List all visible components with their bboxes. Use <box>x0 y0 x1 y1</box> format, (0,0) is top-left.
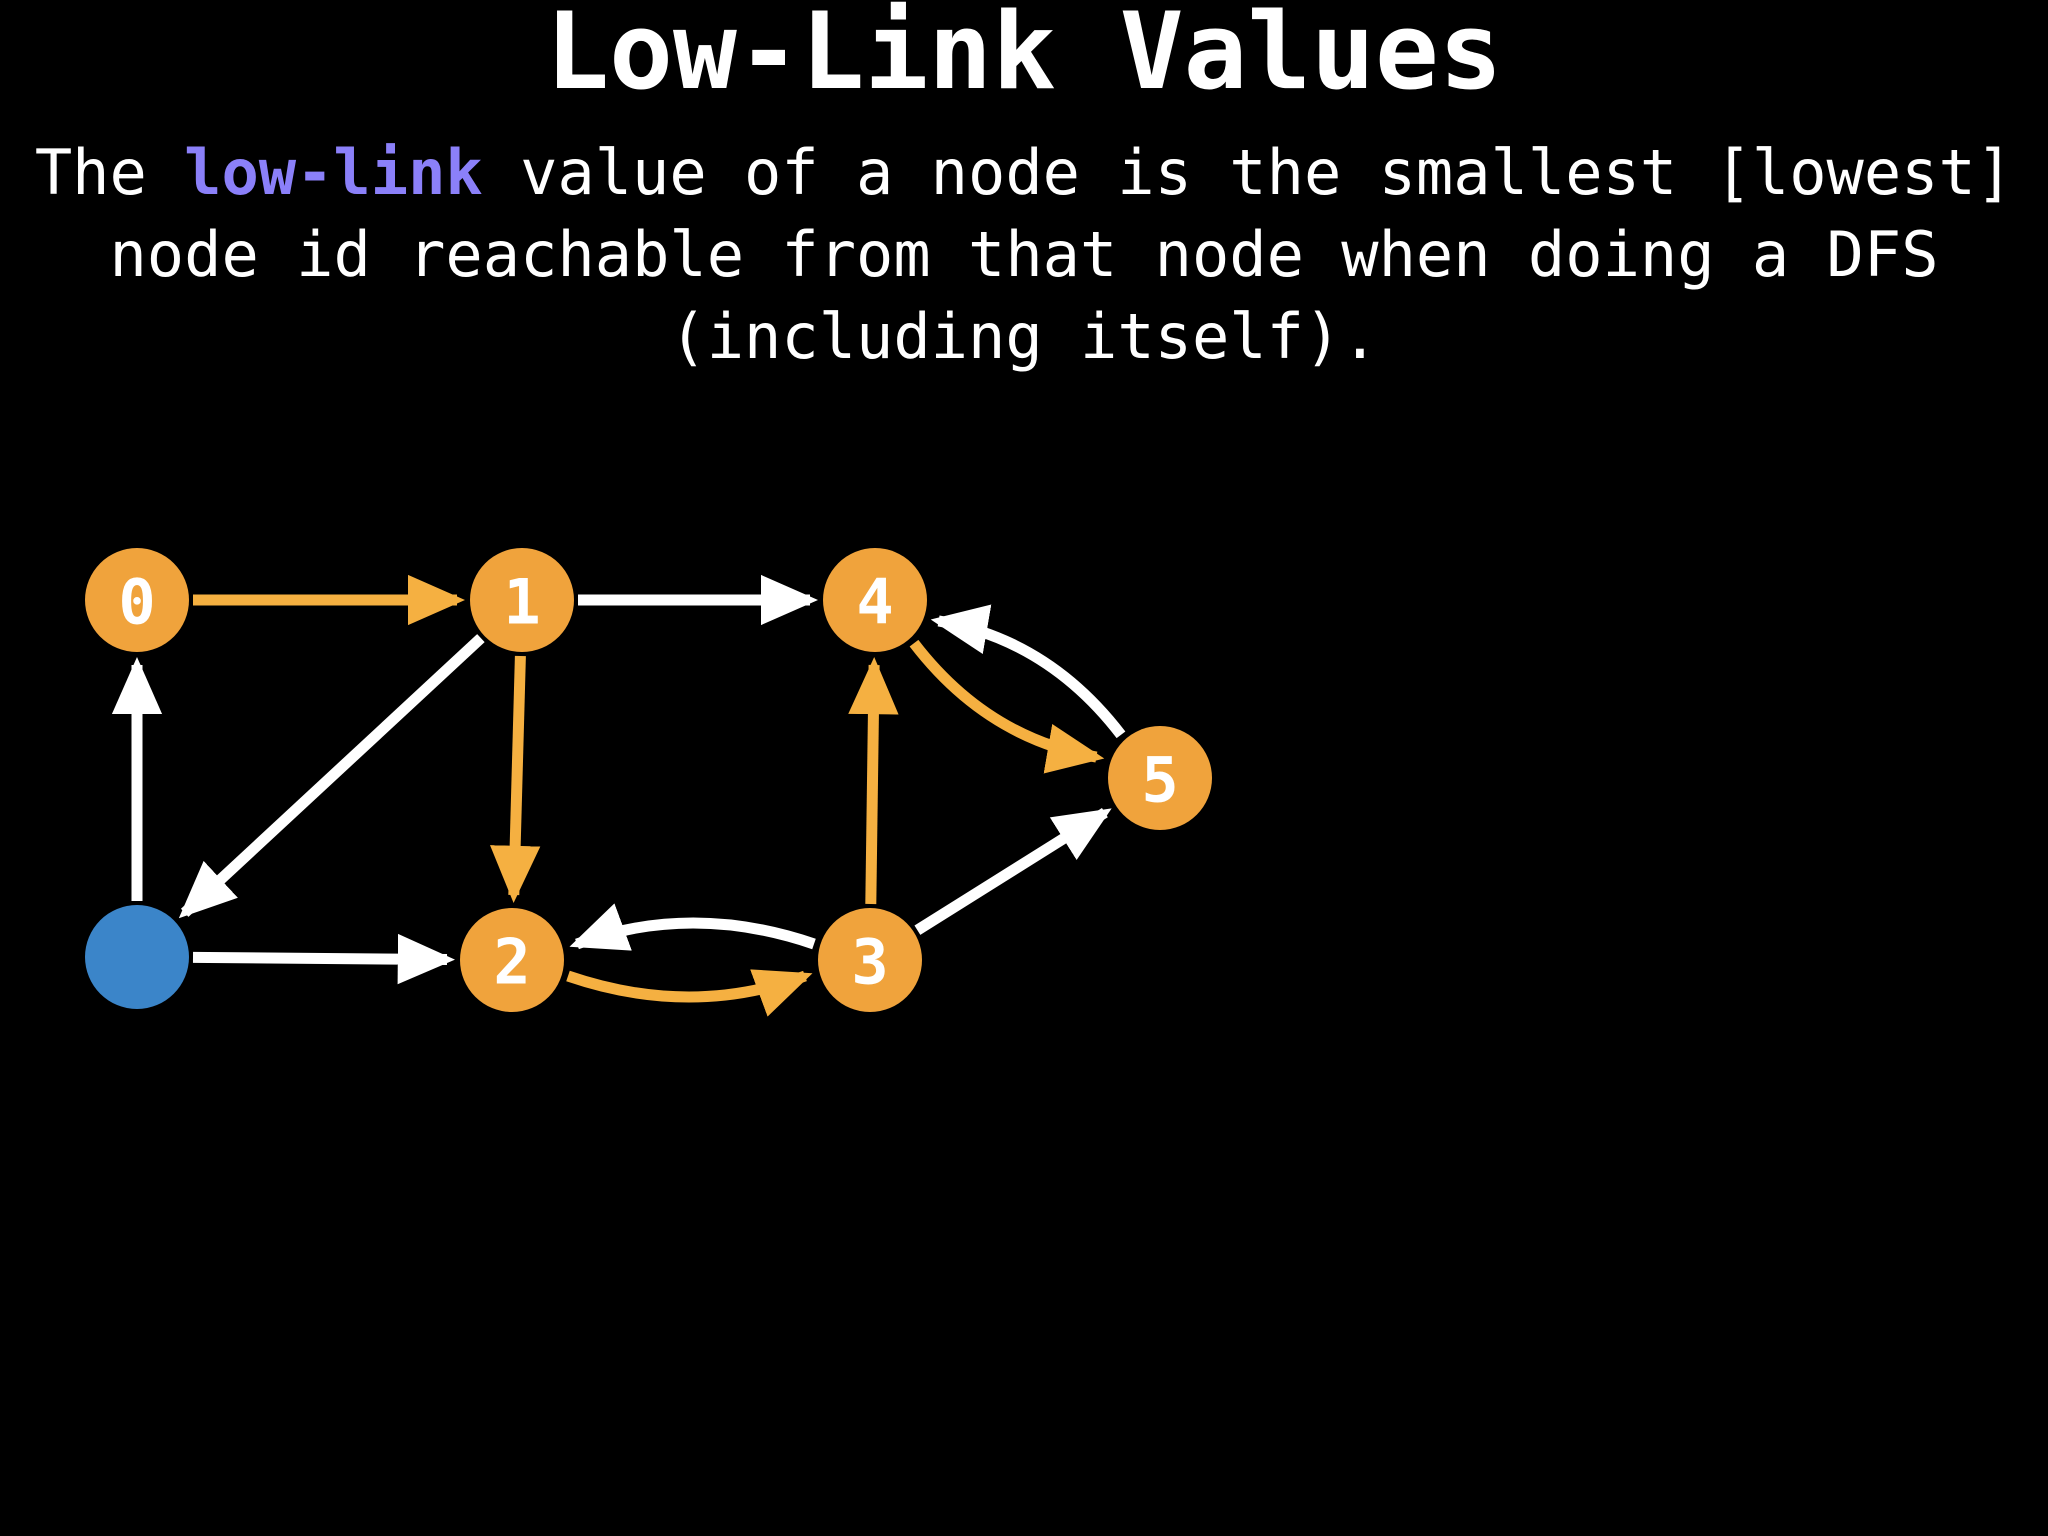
node-circle-3[interactable] <box>818 908 922 1012</box>
edge-5-to-4 <box>930 604 1126 739</box>
subtitle-part2: value of a node is the smallest [lowest]… <box>109 136 2014 373</box>
subtitle-highlight-low-link: low-link <box>184 136 483 209</box>
node-circle-1[interactable] <box>470 548 574 652</box>
graph-node-1[interactable]: 1 <box>470 548 574 652</box>
graph-node-0[interactable]: 0 <box>85 548 189 652</box>
page-title: Low-Link Values <box>545 0 1503 113</box>
edge-4-to-5 <box>909 639 1105 774</box>
edge-1-to-2 <box>489 655 541 904</box>
node-circle-2[interactable] <box>460 908 564 1012</box>
edge-layer <box>111 574 1126 1017</box>
edge-3-to-4 <box>848 656 899 905</box>
node-label-1: 1 <box>503 566 540 639</box>
graph-node-4[interactable]: 4 <box>823 548 927 652</box>
node-label-5: 5 <box>1141 744 1178 817</box>
node-circle-4[interactable] <box>823 548 927 652</box>
edge-3-to-5 <box>914 807 1112 935</box>
subtitle-part1: The <box>34 136 185 209</box>
edge-3-to-2 <box>569 903 816 951</box>
node-circle-unlabeled[interactable] <box>85 905 189 1009</box>
edge-6-to-2 <box>192 933 456 985</box>
node-layer: 0 1 4 5 2 3 <box>85 548 1212 1012</box>
node-label-0: 0 <box>118 566 155 639</box>
graph-node-5[interactable]: 5 <box>1108 726 1212 830</box>
node-label-2: 2 <box>493 926 530 999</box>
graph-node-3[interactable]: 3 <box>818 908 922 1012</box>
edge-1-to-6 <box>178 634 485 919</box>
node-circle-0[interactable] <box>85 548 189 652</box>
edge-2-to-3 <box>566 969 813 1017</box>
node-circle-5[interactable] <box>1108 726 1212 830</box>
node-label-3: 3 <box>851 926 888 999</box>
node-label-4: 4 <box>856 566 893 639</box>
graph-node-unlabeled[interactable] <box>85 905 189 1009</box>
subtitle-text: The low-link value of a node is the smal… <box>0 132 2048 378</box>
graph-node-2[interactable]: 2 <box>460 908 564 1012</box>
